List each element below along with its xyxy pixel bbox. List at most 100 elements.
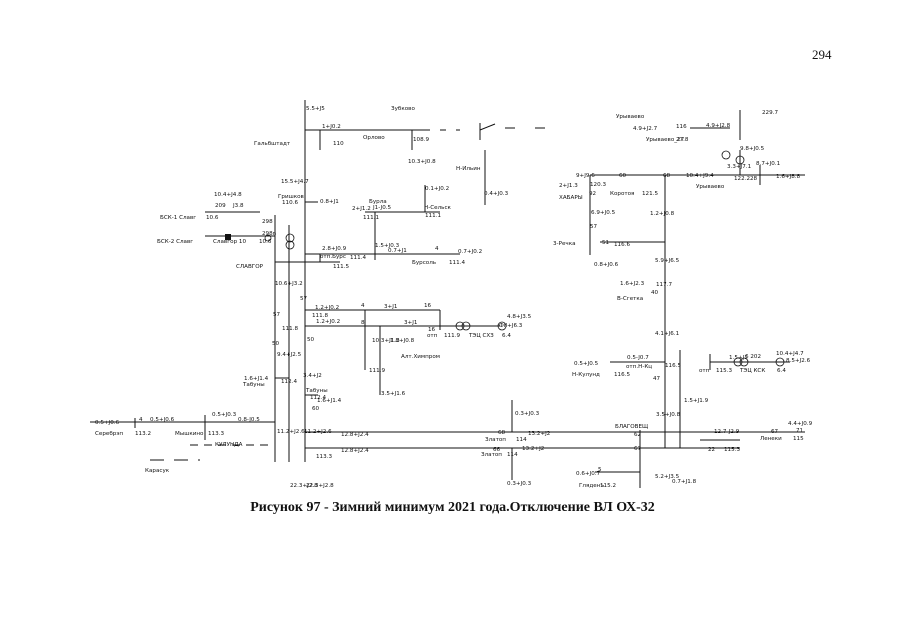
diagram-label: 4.4+J0.9 bbox=[788, 421, 813, 427]
diagram-label: 111.9 bbox=[369, 368, 385, 374]
diagram-label: 1.5+J0.3 bbox=[375, 243, 400, 249]
diagram-label: 0.8+J1 bbox=[320, 199, 339, 205]
diagram-label: 4 bbox=[139, 417, 143, 423]
diagram-label: Златоп bbox=[481, 452, 502, 458]
diagram-label: отп.Н-Кц bbox=[626, 364, 652, 370]
diagram-label: 9.8+J0.5 bbox=[740, 146, 765, 152]
diagram-label: 112.4 bbox=[281, 379, 297, 385]
figure-caption: Рисунок 97 - Зимний минимум 2021 года.От… bbox=[250, 500, 655, 515]
diagram-label: 47 bbox=[653, 376, 661, 382]
diagram-label: 3.5+J0.8 bbox=[656, 412, 681, 418]
diagram-label: 6.4 bbox=[777, 368, 786, 374]
diagram-label: 10.3+J1.2 bbox=[372, 338, 400, 344]
diagram-label: ФII+J6.3 bbox=[499, 323, 523, 329]
diagram-label: 114 bbox=[507, 452, 518, 458]
diagram-label: 116.6 bbox=[614, 242, 630, 248]
diagram-label: Карасук bbox=[145, 468, 170, 474]
diagram-label: 10.4+J9.4 bbox=[686, 173, 714, 179]
diagram-label: СЛАВГОР bbox=[236, 264, 264, 270]
diagram-label: Гришков bbox=[278, 194, 304, 200]
diagram-label: Н-Сельск bbox=[424, 205, 452, 211]
diagram-label: 1+J0.2 bbox=[322, 124, 341, 130]
diagram-label: 12.8+J2.4 bbox=[341, 448, 369, 454]
diagram-label: 12.8+J2.4 bbox=[341, 432, 369, 438]
diagram-label: ХАБАРЫ bbox=[559, 195, 583, 201]
diagram-label: 57 bbox=[273, 312, 281, 318]
diagram-label: 1.2+J0.2 bbox=[316, 319, 340, 325]
diagram-label: 0.5+J0.3 bbox=[212, 412, 237, 418]
diagram-label: 110 bbox=[333, 141, 344, 147]
diagram-label: 298n bbox=[262, 231, 277, 237]
diagram-label: Алт.Химпром bbox=[401, 354, 440, 360]
diagram-label: 6.9+J0.5 bbox=[591, 210, 616, 216]
diagram-label: 3.3+J7.1 bbox=[727, 164, 752, 170]
diagram-label: БСК-2 Славг bbox=[157, 239, 193, 245]
diagram-label: Златоп bbox=[485, 437, 506, 443]
diagram-label: 3+J1 bbox=[384, 304, 398, 310]
diagram-label: Орлово bbox=[363, 135, 385, 141]
diagram-label: 3-Речка bbox=[553, 241, 576, 247]
diagram-label: 5.2+J3.5 bbox=[655, 474, 680, 480]
diagram-label: 4.8+J3.5 bbox=[507, 314, 532, 320]
diagram-label: Серебрэп bbox=[95, 431, 123, 437]
diagram-label: ТЭЦ КСК bbox=[739, 368, 765, 374]
diagram-label: 1.8+J0.8 bbox=[390, 338, 415, 344]
diagram-label: 10.6 bbox=[259, 239, 272, 245]
diagram-label: 0.4+J0.3 bbox=[484, 191, 509, 197]
diagram-label: 12.7-J2.9 bbox=[714, 429, 740, 435]
diagram-label: Коротоя bbox=[610, 191, 634, 197]
diagram-label: 16 bbox=[428, 327, 436, 333]
diagram-label: 8.5+J2.6 bbox=[786, 358, 811, 364]
diagram-label: J3.8 bbox=[232, 203, 244, 209]
diagram-label: 111.8 bbox=[312, 313, 328, 319]
diagram-label: 111.9 bbox=[444, 333, 460, 339]
diagram-label: 57 bbox=[590, 224, 598, 230]
diagram-label: 1.6+J1.4 bbox=[317, 398, 342, 404]
diagram-label: 117.7 bbox=[656, 282, 672, 288]
diagram-label: Табуны bbox=[305, 388, 328, 394]
diagram-label: 0.1+J0.2 bbox=[425, 186, 449, 192]
diagram-label: 57 bbox=[300, 296, 308, 302]
diagram-label: отп bbox=[699, 368, 710, 374]
diagram-label: 66 bbox=[493, 447, 501, 453]
diagram-label: 122.2 bbox=[734, 176, 750, 182]
diagram-label: 60 bbox=[619, 173, 627, 179]
diagram-label: 0.8+J0.6 bbox=[594, 262, 619, 268]
diagram-label: 115 bbox=[793, 436, 804, 442]
diagram-label: 92 bbox=[589, 191, 596, 197]
diagram-label: 6.4 bbox=[502, 333, 511, 339]
diagram-label: 28 bbox=[750, 176, 758, 182]
diagram-label: 15.5+J4.7 bbox=[281, 179, 309, 185]
diagram-label: 113.3 bbox=[208, 431, 224, 437]
diagram-label: 111.5 bbox=[333, 264, 349, 270]
diagram-label: 1.6+J2.3 bbox=[620, 281, 645, 287]
diagram-label: 0.3+J0.3 bbox=[507, 481, 532, 487]
diagram-label: 9.4+J2.5 bbox=[277, 352, 302, 358]
diagram-label: 0.7+J0.2 bbox=[458, 249, 482, 255]
transformer-symbols bbox=[264, 150, 785, 367]
diagram-label: 8 bbox=[361, 320, 365, 326]
diagram-label: отп bbox=[427, 333, 438, 339]
diagram-label: 111.1 bbox=[425, 213, 441, 219]
diagram-label: БСК-1 Славг bbox=[160, 215, 196, 221]
diagram-label: 121.5 bbox=[642, 191, 658, 197]
diagram-label: 6 202 bbox=[745, 354, 761, 360]
diagram-label: 108.9 bbox=[413, 137, 429, 143]
diagram-label: Урываево bbox=[696, 184, 725, 190]
diagram-label: 116.5 bbox=[665, 363, 681, 369]
diagram-label: 22.3+J2.8 bbox=[290, 483, 318, 489]
diagram-label: 3.5+J1.6 bbox=[381, 391, 406, 397]
diagram-label: 114 bbox=[516, 437, 527, 443]
diagram-label: 116 bbox=[676, 124, 687, 130]
diagram-label: 113.3 bbox=[316, 454, 332, 460]
diagram-label: 115.2 bbox=[600, 483, 616, 489]
diagram-label: 62 bbox=[634, 432, 641, 438]
diagram-label: 116.5 bbox=[614, 372, 630, 378]
diagram-label: 209 bbox=[215, 203, 226, 209]
diagram-label: 115.3 bbox=[716, 368, 732, 374]
diagram-label: 11.2+J2.6 bbox=[304, 429, 332, 435]
diagram-label: 10.6 bbox=[206, 215, 219, 221]
diagram-label: 40 bbox=[651, 290, 659, 296]
diagram-label: 5 bbox=[598, 467, 602, 473]
diagram-label: 4.9+J2.7 bbox=[633, 126, 658, 132]
